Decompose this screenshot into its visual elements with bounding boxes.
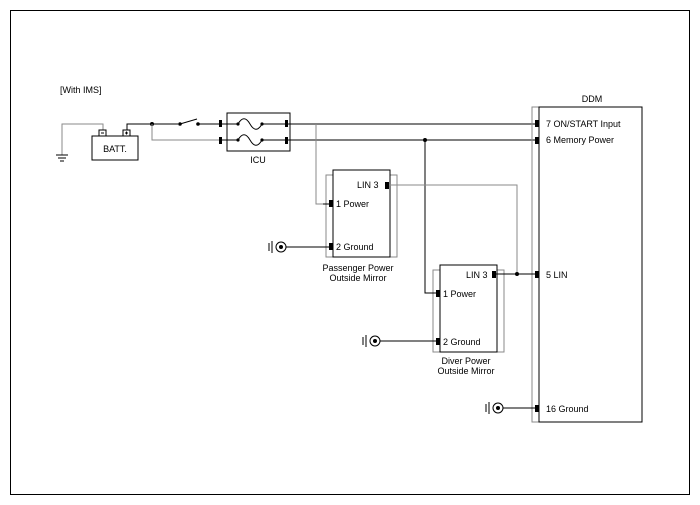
passenger-pin-power: 1 Power <box>336 199 369 209</box>
battery-label: BATT. <box>103 144 127 154</box>
ddm-pin-ground: 16 Ground <box>546 404 589 414</box>
driver-mirror-module: LIN 3 1 Power 2 Ground Diver Power Outsi… <box>432 264 505 376</box>
passenger-mirror-module: LIN 3 1 Power 2 Ground Passenger Power O… <box>322 169 398 283</box>
battery: BATT. <box>91 129 139 161</box>
condition-label: [With IMS] <box>60 85 102 95</box>
ddm-module: DDM 7 ON/START Input 6 Memory Power 5 LI… <box>531 94 643 423</box>
ddm-pin-memory-power: 6 Memory Power <box>546 135 614 145</box>
ground-icon-passenger <box>268 241 287 253</box>
ignition-switch <box>178 118 225 126</box>
passenger-caption-2: Outside Mirror <box>329 273 386 283</box>
driver-caption-2: Outside Mirror <box>437 366 494 376</box>
ground-icon-driver <box>362 335 381 347</box>
icu: ICU <box>219 112 291 165</box>
driver-pin-ground: 2 Ground <box>443 337 481 347</box>
passenger-pin-lin: LIN 3 <box>357 180 379 190</box>
passenger-caption-1: Passenger Power <box>322 263 393 273</box>
driver-pin-lin: LIN 3 <box>466 270 488 280</box>
passenger-pin-ground: 2 Ground <box>336 242 374 252</box>
diagram-frame <box>10 10 690 495</box>
driver-caption-1: Diver Power <box>441 356 490 366</box>
driver-pin-power: 1 Power <box>443 289 476 299</box>
ddm-pin-lin: 5 LIN <box>546 270 568 280</box>
ground-icon-ddm <box>485 402 504 414</box>
icu-label: ICU <box>250 155 266 165</box>
chassis-ground-icon <box>56 123 104 162</box>
ddm-pin-on-start: 7 ON/START Input <box>546 119 621 129</box>
ddm-title: DDM <box>582 94 603 104</box>
